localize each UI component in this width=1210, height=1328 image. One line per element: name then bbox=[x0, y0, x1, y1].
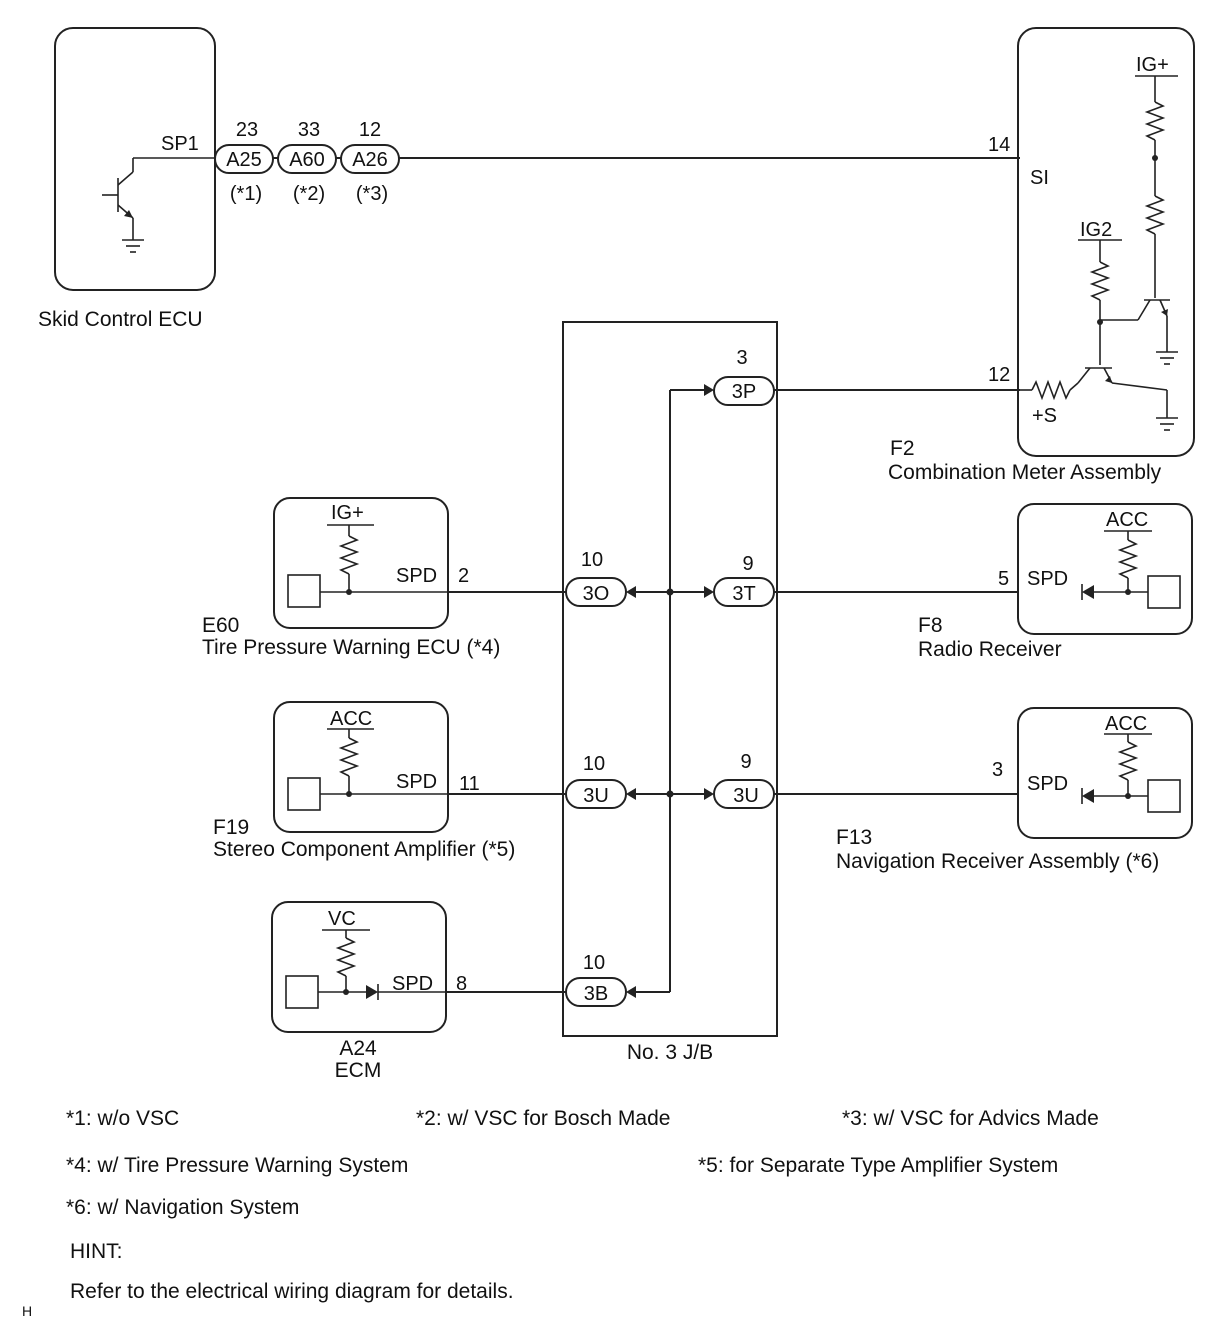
svg-text:+S: +S bbox=[1032, 405, 1057, 427]
junction-block-no3: No. 3 J/B bbox=[562, 321, 778, 1064]
connector-a60: A60 33 (*2) bbox=[277, 119, 337, 205]
svg-text:23: 23 bbox=[236, 119, 258, 141]
svg-text:10: 10 bbox=[583, 952, 605, 974]
svg-text:VC: VC bbox=[328, 908, 356, 930]
note-4: *4: w/ Tire Pressure Warning System bbox=[66, 1154, 409, 1177]
svg-text:3T: 3T bbox=[732, 583, 755, 605]
connector-3u-left: 3U 10 bbox=[565, 753, 636, 809]
svg-text:3P: 3P bbox=[732, 381, 756, 403]
svg-text:SPD: SPD bbox=[392, 973, 433, 995]
radio-receiver: ACC SPD 5 bbox=[998, 503, 1193, 635]
svg-text:ACC: ACC bbox=[1105, 713, 1147, 735]
note-1: *1: w/o VSC bbox=[66, 1107, 180, 1130]
svg-text:2: 2 bbox=[458, 565, 469, 587]
svg-text:11: 11 bbox=[459, 773, 480, 795]
svg-text:33: 33 bbox=[298, 119, 320, 141]
skid-control-ecu: SP1 Skid Control ECU bbox=[38, 27, 216, 331]
tire-pressure-warning-ecu: IG+ SPD 2 bbox=[273, 497, 469, 629]
radio-code: F8 bbox=[918, 614, 943, 637]
svg-text:SI: SI bbox=[1030, 167, 1049, 189]
amp-code: F19 bbox=[213, 816, 249, 839]
svg-text:9: 9 bbox=[742, 553, 753, 575]
radio-name: Radio Receiver bbox=[918, 638, 1062, 661]
meter-name: Combination Meter Assembly bbox=[888, 461, 1162, 484]
svg-text:SPD: SPD bbox=[396, 565, 437, 587]
svg-text:SPD: SPD bbox=[1027, 773, 1068, 795]
skid-ecu-sp1-pin: SP1 bbox=[161, 133, 199, 155]
svg-text:(*3): (*3) bbox=[356, 183, 388, 205]
stereo-component-amplifier: ACC SPD 11 bbox=[273, 701, 480, 833]
svg-text:IG+: IG+ bbox=[331, 502, 364, 524]
svg-text:3U: 3U bbox=[733, 785, 759, 807]
svg-text:12: 12 bbox=[988, 364, 1010, 386]
note-3: *3: w/ VSC for Advics Made bbox=[842, 1107, 1099, 1130]
connector-3o: 3O 10 bbox=[565, 549, 636, 607]
svg-text:A60: A60 bbox=[289, 149, 325, 171]
nav-code: F13 bbox=[836, 826, 872, 849]
note-5: *5: for Separate Type Amplifier System bbox=[698, 1154, 1059, 1177]
hint-text: Refer to the electrical wiring diagram f… bbox=[70, 1280, 514, 1303]
connector-a25: A25 23 (*1) bbox=[214, 119, 274, 205]
note-2: *2: w/ VSC for Bosch Made bbox=[416, 1107, 671, 1130]
svg-text:8: 8 bbox=[456, 973, 467, 995]
hint-title: HINT: bbox=[70, 1240, 123, 1263]
note-6: *6: w/ Navigation System bbox=[66, 1196, 300, 1219]
combination-meter-assembly: 14 SI 12 +S IG+ IG2 bbox=[988, 27, 1195, 457]
svg-text:3: 3 bbox=[992, 759, 1003, 781]
svg-text:A25: A25 bbox=[226, 149, 262, 171]
svg-text:3O: 3O bbox=[583, 583, 610, 605]
nav-name: Navigation Receiver Assembly (*6) bbox=[836, 850, 1159, 873]
tpw-name: Tire Pressure Warning ECU (*4) bbox=[202, 636, 500, 659]
svg-text:12: 12 bbox=[359, 119, 381, 141]
svg-text:No. 3 J/B: No. 3 J/B bbox=[627, 1041, 713, 1064]
meter-code: F2 bbox=[890, 437, 915, 460]
svg-text:10: 10 bbox=[581, 549, 603, 571]
svg-text:3U: 3U bbox=[583, 785, 609, 807]
corner-mark: H bbox=[22, 1303, 33, 1319]
svg-text:(*1): (*1) bbox=[230, 183, 262, 205]
tpw-code: E60 bbox=[202, 614, 239, 637]
svg-text:3: 3 bbox=[736, 347, 747, 369]
ecm-name: ECM bbox=[335, 1059, 382, 1082]
connector-a26: A26 12 (*3) bbox=[340, 119, 400, 205]
svg-text:IG+: IG+ bbox=[1136, 54, 1169, 76]
svg-text:10: 10 bbox=[583, 753, 605, 775]
svg-text:ACC: ACC bbox=[330, 708, 372, 730]
svg-text:(*2): (*2) bbox=[293, 183, 325, 205]
svg-text:SPD: SPD bbox=[1027, 568, 1068, 590]
ecm: VC SPD 8 bbox=[271, 901, 467, 1033]
svg-text:14: 14 bbox=[988, 134, 1010, 156]
svg-text:9: 9 bbox=[740, 751, 751, 773]
navigation-receiver-assembly: ACC SPD 3 bbox=[992, 707, 1193, 839]
svg-text:A26: A26 bbox=[352, 149, 388, 171]
connector-3p: 3P 3 bbox=[704, 347, 775, 406]
svg-text:ACC: ACC bbox=[1106, 509, 1148, 531]
connector-3b: 3B 10 bbox=[565, 952, 636, 1007]
svg-text:SPD: SPD bbox=[396, 771, 437, 793]
svg-text:IG2: IG2 bbox=[1080, 219, 1112, 241]
amp-name: Stereo Component Amplifier (*5) bbox=[213, 838, 515, 861]
skid-ecu-name: Skid Control ECU bbox=[38, 308, 203, 331]
svg-text:3B: 3B bbox=[584, 983, 608, 1005]
connector-3u-right: 3U 9 bbox=[704, 751, 775, 809]
ecm-code: A24 bbox=[339, 1037, 377, 1060]
svg-text:5: 5 bbox=[998, 568, 1009, 590]
connector-3t: 3T 9 bbox=[704, 553, 775, 607]
